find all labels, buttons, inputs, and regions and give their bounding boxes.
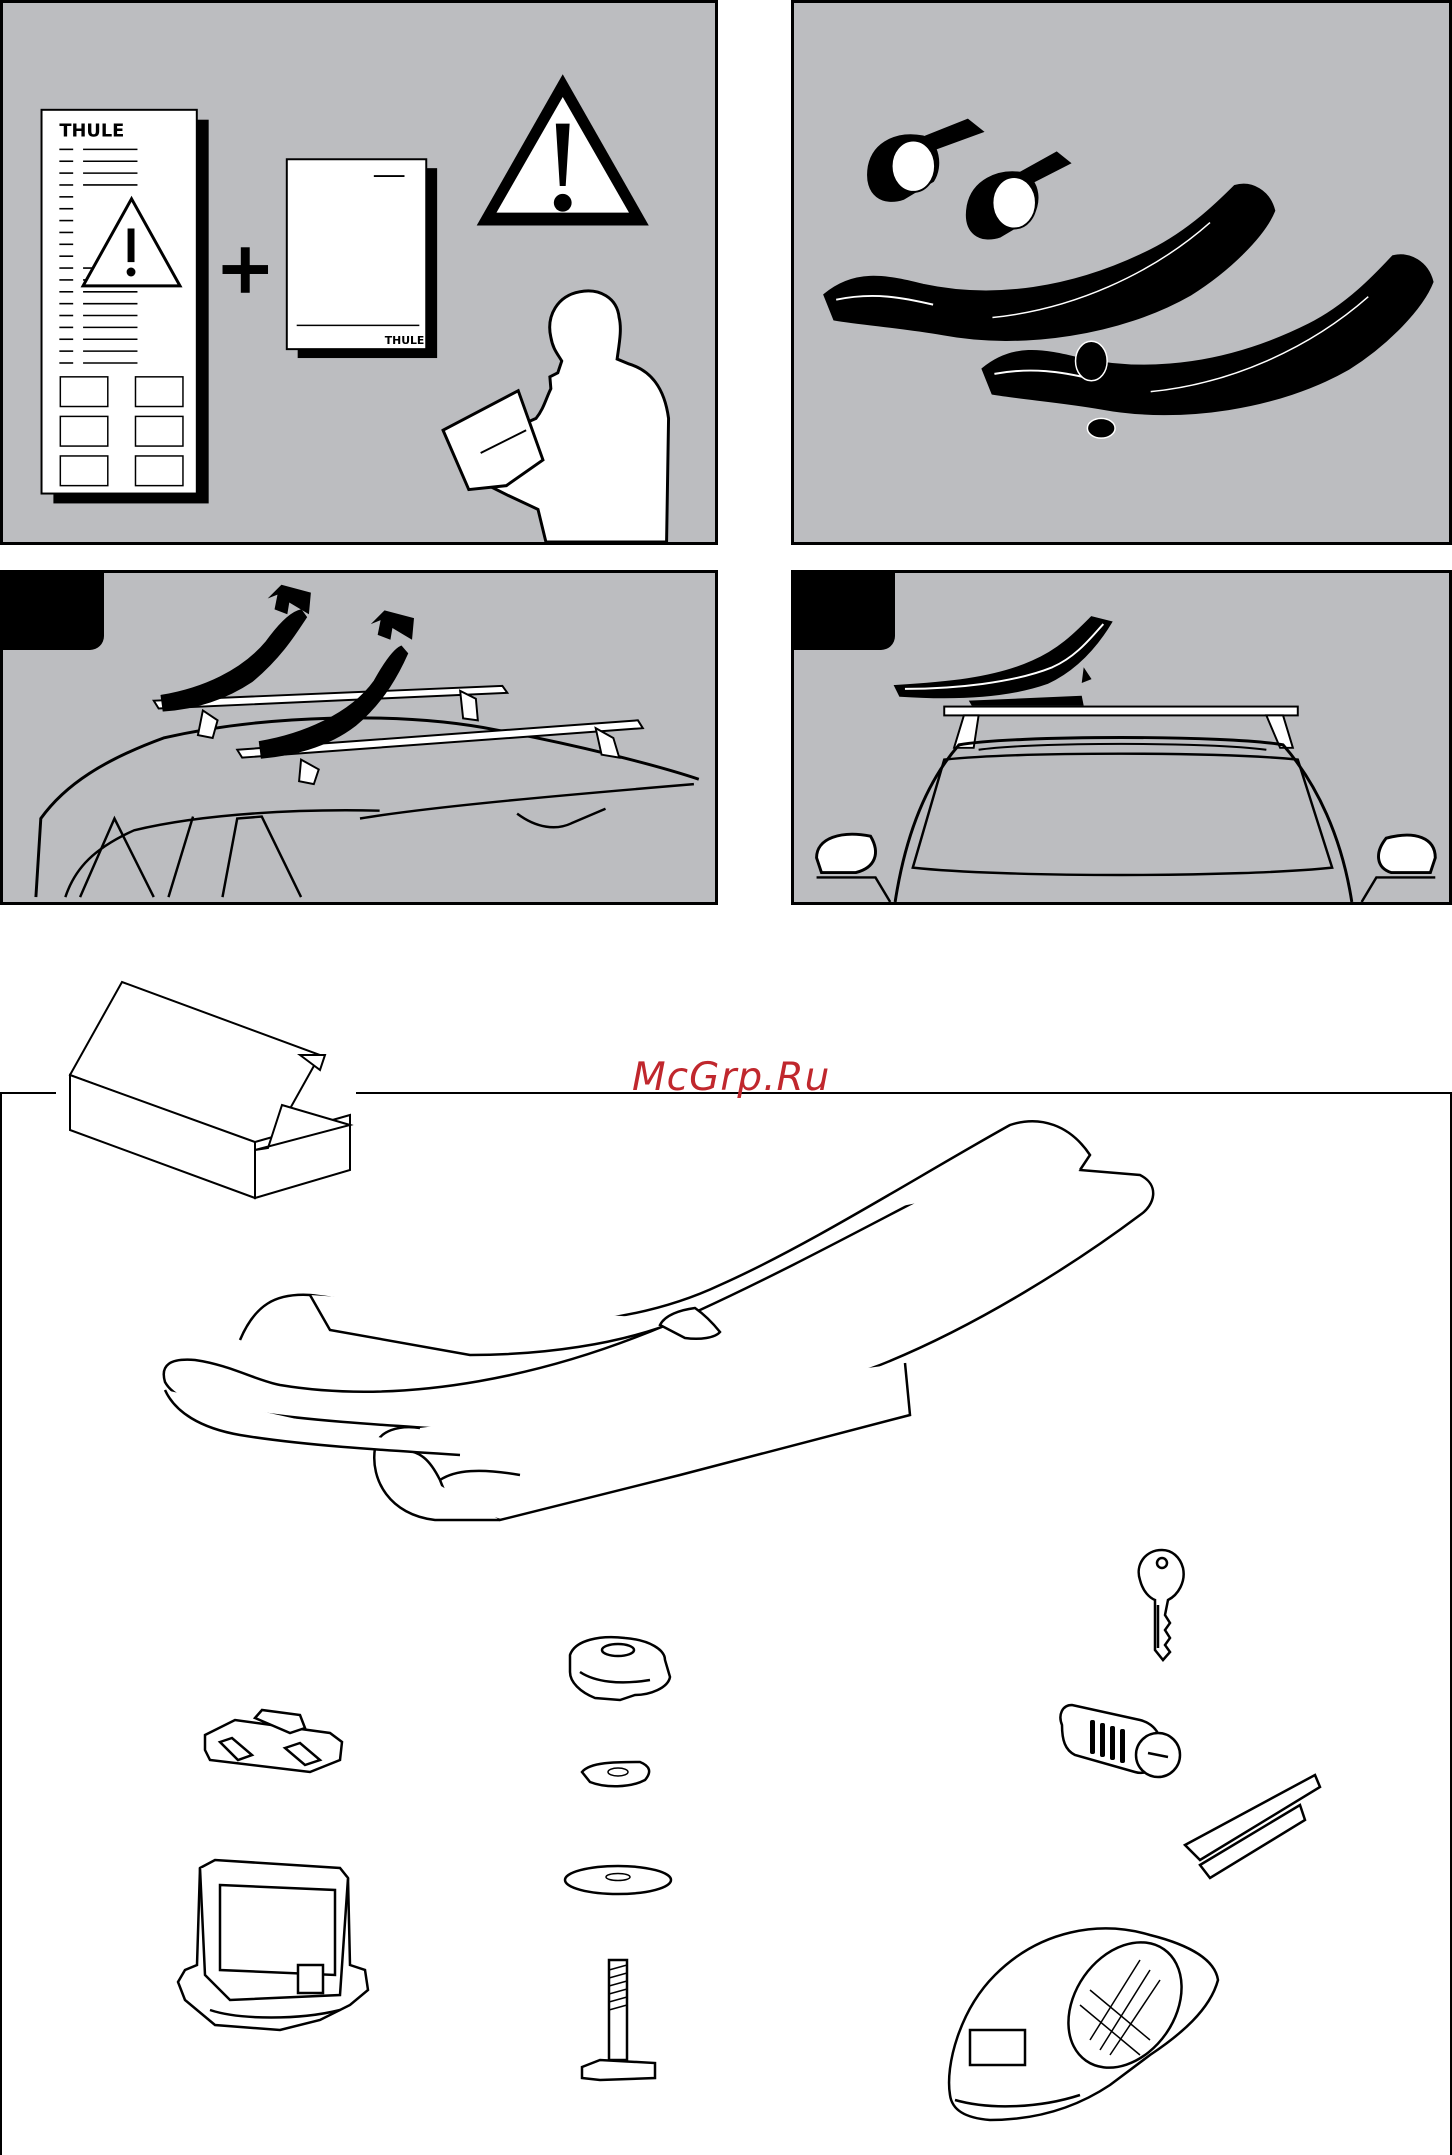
lift-arrow-icon	[268, 585, 311, 614]
sheet-brand-text: THULE	[385, 334, 425, 347]
lift-arrow-icon-2	[371, 610, 414, 639]
cradle-set-illustration	[794, 3, 1449, 542]
booklet-brand-text: THULE	[59, 121, 124, 142]
cradle-lifting	[895, 617, 1111, 697]
t-bolt-icon	[582, 1960, 655, 2080]
read-instructions-illustration: THULE	[3, 3, 715, 542]
step-panel-read-instructions: THULE	[0, 0, 718, 545]
lock-cylinder-icon	[1060, 1705, 1180, 1777]
mounting-clamp-icon	[178, 1860, 368, 2030]
car-side-illustration	[3, 573, 715, 902]
key-icon	[1139, 1550, 1184, 1660]
knob-icon	[570, 1637, 670, 1700]
strap-buckle-part-icon	[949, 1775, 1320, 2120]
step-panel-remove-cradles-side	[0, 570, 718, 905]
mirror-right	[1379, 835, 1436, 872]
step-panel-remove-cradle-front	[791, 570, 1452, 905]
mirror-left	[817, 834, 876, 872]
car-front-illustration	[794, 573, 1449, 902]
step-panel-cradle-overview	[791, 0, 1452, 545]
roof-bar	[944, 707, 1298, 716]
parts-list-illustration	[0, 960, 1452, 2155]
kayak-cradle-front	[824, 185, 1274, 340]
rail-adapter-icon	[205, 1710, 342, 1772]
lift-arrow-icon-3	[1082, 667, 1092, 683]
